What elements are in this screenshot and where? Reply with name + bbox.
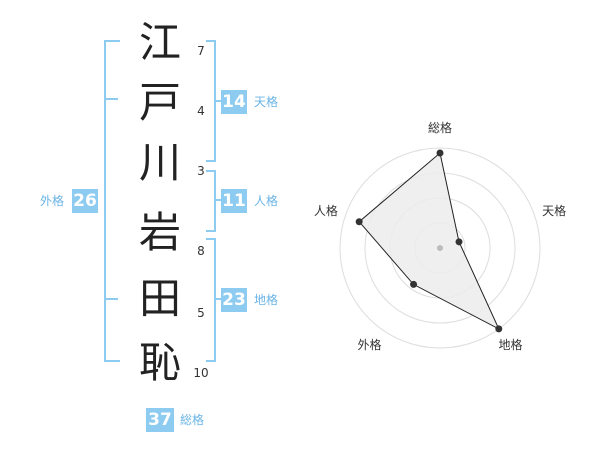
stroke-count-2: 4 bbox=[197, 104, 205, 118]
radar-point-2 bbox=[455, 238, 463, 246]
radar-center bbox=[437, 245, 443, 251]
radar-area bbox=[358, 152, 500, 331]
jinkaku-value: 11 bbox=[221, 189, 247, 213]
name-char-3: 川 bbox=[138, 138, 181, 187]
tenkaku-connector bbox=[214, 100, 222, 102]
gaikaku-value: 26 bbox=[72, 189, 98, 213]
radar-ring-4 bbox=[339, 147, 541, 349]
stroke-count-5: 5 bbox=[197, 306, 205, 320]
gaikaku-tick-bottom bbox=[104, 298, 118, 300]
tenkaku-value: 14 bbox=[221, 90, 247, 114]
gaikaku-label: 外格 bbox=[40, 194, 65, 208]
radar-axis-label-2: 天格 bbox=[542, 203, 566, 218]
radar-point-4 bbox=[410, 280, 418, 288]
stroke-count-6: 10 bbox=[193, 366, 209, 380]
stroke-count-3: 3 bbox=[197, 164, 205, 178]
name-char-6: 恥 bbox=[138, 338, 181, 387]
chikaku-bracket bbox=[206, 238, 216, 362]
name-char-1: 江 bbox=[138, 18, 181, 67]
radar-point-3 bbox=[495, 325, 503, 333]
radar-axis-label-3: 地格 bbox=[499, 337, 523, 352]
gaikaku-bracket bbox=[104, 40, 120, 362]
jinkaku-connector bbox=[214, 199, 222, 201]
chikaku-connector bbox=[214, 298, 222, 300]
gaikaku-tick-top bbox=[104, 98, 118, 100]
soukaku-value: 37 bbox=[146, 408, 174, 432]
jinkaku-bracket bbox=[206, 170, 216, 232]
stroke-count-1: 7 bbox=[197, 44, 205, 58]
radar-axis-label-1: 総格 bbox=[428, 120, 452, 135]
soukaku-label: 総格 bbox=[180, 413, 205, 427]
jinkaku-label: 人格 bbox=[254, 194, 279, 208]
chikaku-label: 地格 bbox=[254, 293, 279, 307]
radar-point-5 bbox=[355, 218, 363, 226]
name-char-5: 田 bbox=[138, 274, 181, 323]
radar-point-1 bbox=[436, 149, 444, 157]
stroke-count-4: 8 bbox=[197, 244, 205, 258]
radar-axis-label-5: 人格 bbox=[314, 203, 338, 218]
chikaku-value: 23 bbox=[221, 288, 247, 312]
name-char-2: 戸 bbox=[138, 78, 181, 127]
name-char-4: 岩 bbox=[138, 208, 181, 257]
tenkaku-label: 天格 bbox=[254, 95, 279, 109]
radar-axis-label-4: 外格 bbox=[357, 337, 381, 352]
